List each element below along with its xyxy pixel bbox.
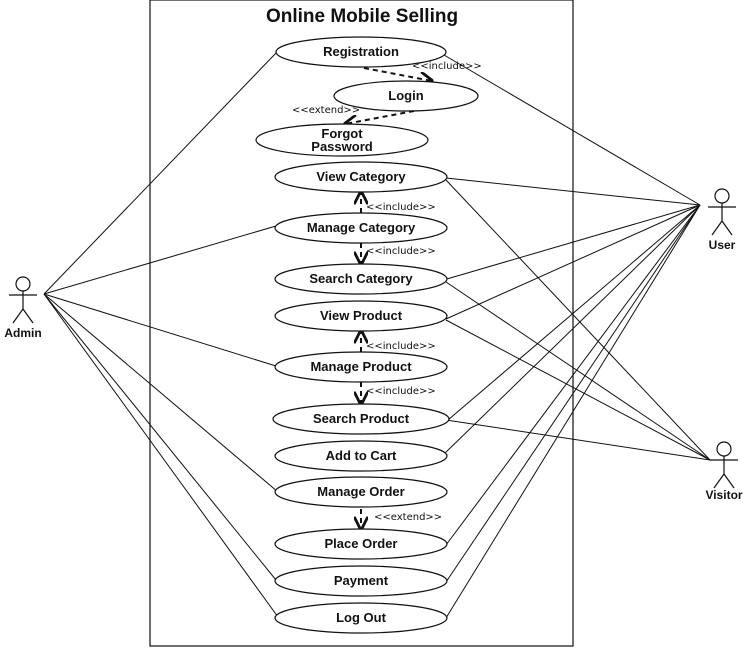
actor-user: User	[708, 188, 736, 252]
use-case-log-out: Log Out	[274, 602, 448, 634]
svg-text:Admin: Admin	[4, 326, 41, 340]
stick-figure-icon	[710, 441, 738, 489]
dependencies	[345, 67, 432, 529]
svg-text:Place Order: Place Order	[325, 536, 398, 551]
svg-text:View Product: View Product	[320, 308, 403, 323]
use-case-login: Login	[333, 80, 479, 112]
svg-text:Forgot: Forgot	[321, 126, 363, 141]
use-case-place-order: Place Order	[274, 528, 448, 560]
stereotype-mprod-vprod: <<include>>	[366, 341, 436, 352]
use-case-registration: Registration	[275, 36, 447, 68]
extend-arrow-login-forgot	[345, 110, 415, 124]
use-case-add-to-cart: Add to Cart	[274, 440, 448, 472]
stick-figure-icon	[708, 188, 736, 236]
stereotype-reg-login: <<include>>	[412, 61, 482, 72]
use-case-search-category: Search Category	[274, 263, 448, 295]
user-associations	[439, 54, 701, 619]
svg-text:Search Category: Search Category	[309, 271, 413, 286]
svg-text:Manage Order: Manage Order	[317, 484, 404, 499]
admin-associations	[43, 51, 279, 618]
svg-text:View Category: View Category	[316, 169, 406, 184]
stereotype-mcat-scat: <<include>>	[366, 246, 436, 257]
use-case-manage-product: Manage Product	[274, 351, 448, 383]
svg-text:Visitor: Visitor	[705, 488, 742, 502]
stereotype-morder-porder: <<extend>>	[374, 512, 442, 523]
stereotype-mprod-sprod: <<include>>	[366, 386, 436, 397]
actor-admin: Admin	[4, 276, 42, 340]
use-case-view-product: View Product	[274, 300, 448, 332]
use-case-manage-order: Manage Order	[274, 476, 448, 508]
stick-figure-icon	[9, 276, 37, 324]
svg-text:Registration: Registration	[323, 44, 399, 59]
use-case-payment: Payment	[274, 565, 448, 597]
include-arrow-registration-login	[363, 67, 432, 81]
visitor-associations	[445, 179, 711, 461]
use-case-manage-category: Manage Category	[274, 212, 448, 244]
svg-text:Payment: Payment	[334, 573, 389, 588]
use-case-search-product: Search Product	[272, 403, 450, 435]
svg-text:Password: Password	[311, 139, 372, 154]
use-case-view-category: View Category	[274, 161, 448, 193]
system-boundary	[149, 0, 574, 647]
actor-visitor: Visitor	[705, 441, 743, 502]
stereotype-login-forgot: <<extend>>	[292, 105, 360, 116]
use-case-forgot-password: Forgot Password	[255, 123, 429, 157]
system-title: Online Mobile Selling	[266, 6, 458, 27]
svg-text:Add to Cart: Add to Cart	[326, 448, 397, 463]
svg-text:User: User	[709, 238, 736, 252]
svg-text:Manage Product: Manage Product	[310, 359, 412, 374]
svg-text:Search Product: Search Product	[313, 411, 410, 426]
stereotype-mcat-vcat: <<include>>	[366, 202, 436, 213]
svg-text:Login: Login	[388, 88, 423, 103]
svg-text:Manage Category: Manage Category	[307, 220, 416, 235]
svg-text:Log Out: Log Out	[336, 610, 386, 625]
